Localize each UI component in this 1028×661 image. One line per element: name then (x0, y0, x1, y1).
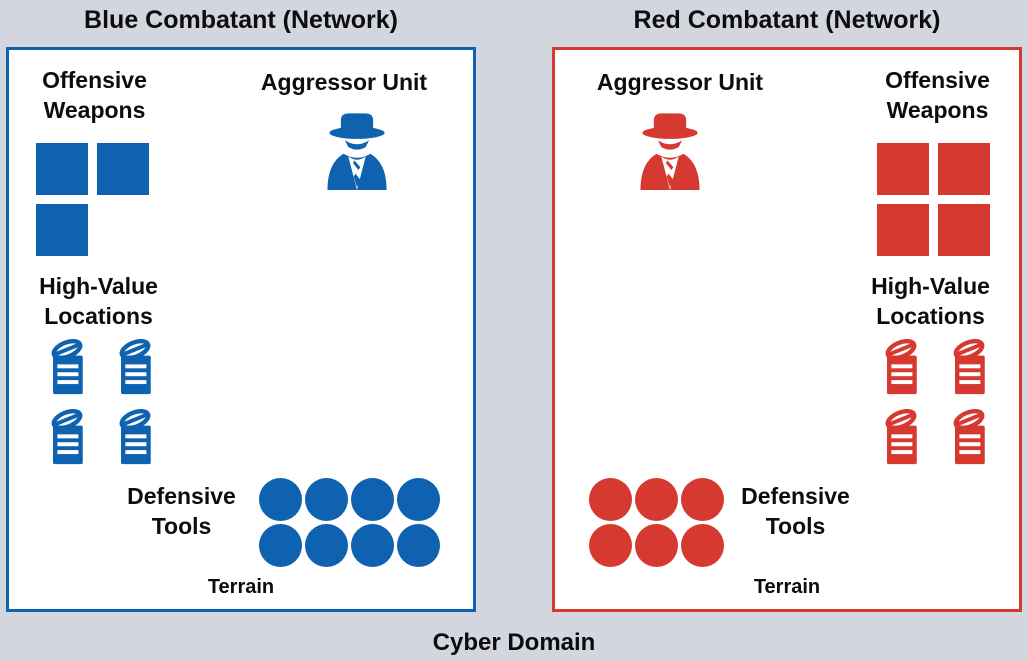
defensive-tools-circles (259, 478, 440, 567)
terrain-label: Terrain (753, 576, 821, 598)
cyber-domain-label: Cyber Domain (432, 629, 596, 656)
spy-icon-graphic (327, 113, 387, 190)
defensive-tool-circle-icon (397, 478, 440, 521)
blocked-document-icon (119, 408, 151, 465)
high-value-location-icons (873, 337, 997, 467)
aggressor-unit-label: Aggressor Unit (596, 69, 764, 95)
weapon-square-icon (938, 204, 990, 256)
offensive-weapons-squares (877, 143, 990, 256)
defensive-tool-circle-icon (635, 478, 678, 521)
high-value-location-icons (39, 337, 163, 467)
defensive-tool-circle-icon (305, 524, 348, 567)
defensive-tool-circle-icon (589, 478, 632, 521)
aggressor-unit-label: Aggressor Unit (260, 69, 428, 95)
spy-icon (314, 108, 400, 194)
defensive-tool-circle-icon (259, 524, 302, 567)
blocked-document-icon (953, 408, 985, 465)
defensive-tools-label: Defensive Tools (127, 483, 236, 539)
defensive-tool-circle-icon (351, 478, 394, 521)
blocked-document-icon (51, 408, 83, 465)
blocked-document-icon (953, 338, 985, 395)
offensive-weapons-label: Offensive Weapons (42, 67, 147, 123)
spy-icon (627, 108, 713, 194)
offensive-weapons-squares (36, 143, 149, 256)
defensive-tool-circle-icon (351, 524, 394, 567)
defensive-tool-circle-icon (681, 524, 724, 567)
weapon-square-icon (877, 143, 929, 195)
offensive-weapons-label: Offensive Weapons (885, 67, 990, 123)
weapon-square-icon (97, 143, 149, 195)
blue-combatant-box: Offensive Weapons Aggressor Unit High-Va… (6, 47, 476, 612)
weapon-square-icon (36, 204, 88, 256)
defensive-tool-circle-icon (305, 478, 348, 521)
red-combatant-title: Red Combatant (Network) (633, 6, 941, 34)
defensive-tool-circle-icon (589, 524, 632, 567)
weapon-square-icon (877, 204, 929, 256)
blocked-document-icon (885, 408, 917, 465)
weapon-square-icon (938, 143, 990, 195)
blocked-document-icon (119, 338, 151, 395)
weapon-square-icon (36, 143, 88, 195)
defensive-tool-circle-icon (635, 524, 678, 567)
defensive-tool-circle-icon (397, 524, 440, 567)
defensive-tools-circles (589, 478, 724, 567)
blocked-document-icon (885, 338, 917, 395)
terrain-label: Terrain (207, 576, 275, 598)
blue-combatant-title: Blue Combatant (Network) (84, 6, 398, 34)
high-value-locations-label: High-Value Locations (39, 273, 158, 329)
red-combatant-box: Aggressor Unit Offensive Weapons High-Va… (552, 47, 1022, 612)
defensive-tools-label: Defensive Tools (741, 483, 850, 539)
blocked-document-icon (51, 338, 83, 395)
spy-icon-graphic (640, 113, 700, 190)
defensive-tool-circle-icon (259, 478, 302, 521)
defensive-tool-circle-icon (681, 478, 724, 521)
high-value-locations-label: High-Value Locations (871, 273, 990, 329)
